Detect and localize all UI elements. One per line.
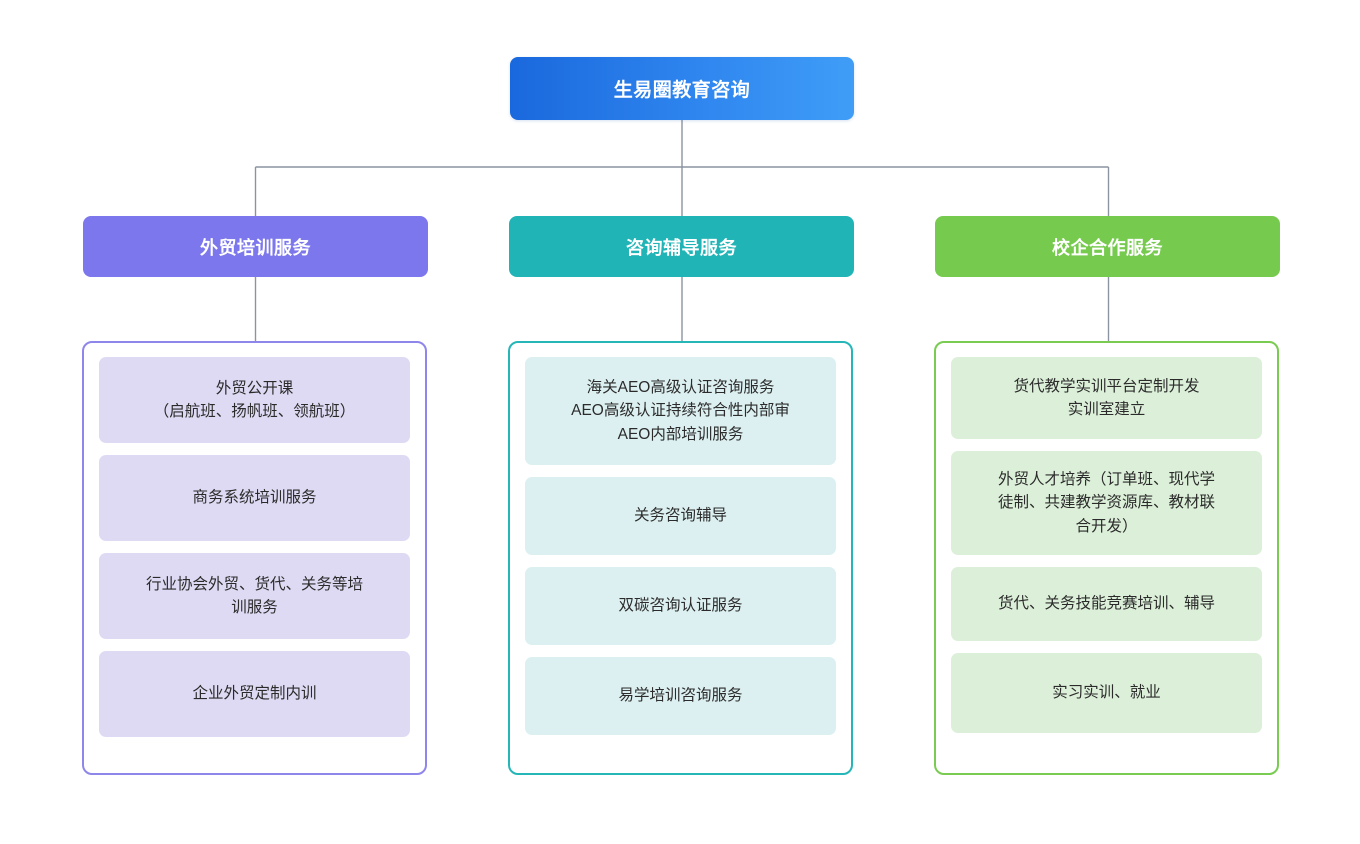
branch-header-outbound-training[interactable]: 外贸培训服务 (83, 216, 428, 277)
branch-header-school-enterprise[interactable]: 校企合作服务 (935, 216, 1280, 277)
leaf-item[interactable]: 商务系统培训服务 (99, 455, 410, 541)
root-node[interactable]: 生易圈教育咨询 (510, 57, 854, 120)
leaf-item[interactable]: 双碳咨询认证服务 (525, 567, 836, 645)
branch-column-consulting: 咨询辅导服务 海关AEO高级认证咨询服务 AEO高级认证持续符合性内部审 AEO… (508, 216, 854, 775)
leaf-item[interactable]: 企业外贸定制内训 (99, 651, 410, 737)
root-node-label: 生易圈教育咨询 (613, 80, 751, 101)
branch-header-label: 外贸培训服务 (200, 237, 311, 258)
leaf-item[interactable]: 外贸人才培养（订单班、现代学 徒制、共建教学资源库、教材联 合开发） (951, 451, 1262, 555)
branch-items-container-consulting: 海关AEO高级认证咨询服务 AEO高级认证持续符合性内部审 AEO内部培训服务 … (508, 341, 853, 775)
branch-header-consulting[interactable]: 咨询辅导服务 (509, 216, 854, 277)
leaf-item[interactable]: 易学培训咨询服务 (525, 657, 836, 735)
branch-column-outbound-training: 外贸培训服务 外贸公开课 （启航班、扬帆班、领航班） 商务系统培训服务 行业协会… (82, 216, 428, 775)
leaf-item[interactable]: 货代教学实训平台定制开发 实训室建立 (951, 357, 1262, 439)
branch-header-label: 咨询辅导服务 (626, 237, 737, 258)
branch-items-container-school-enterprise: 货代教学实训平台定制开发 实训室建立 外贸人才培养（订单班、现代学 徒制、共建教… (934, 341, 1279, 775)
branch-items-container-outbound-training: 外贸公开课 （启航班、扬帆班、领航班） 商务系统培训服务 行业协会外贸、货代、关… (82, 341, 427, 775)
leaf-item[interactable]: 货代、关务技能竞赛培训、辅导 (951, 567, 1262, 641)
leaf-item[interactable]: 外贸公开课 （启航班、扬帆班、领航班） (99, 357, 410, 443)
branch-column-school-enterprise: 校企合作服务 货代教学实训平台定制开发 实训室建立 外贸人才培养（订单班、现代学… (934, 216, 1280, 775)
leaf-item[interactable]: 行业协会外贸、货代、关务等培 训服务 (99, 553, 410, 639)
branch-header-label: 校企合作服务 (1052, 237, 1163, 258)
leaf-item[interactable]: 关务咨询辅导 (525, 477, 836, 555)
leaf-item[interactable]: 海关AEO高级认证咨询服务 AEO高级认证持续符合性内部审 AEO内部培训服务 (525, 357, 836, 465)
leaf-item[interactable]: 实习实训、就业 (951, 653, 1262, 733)
